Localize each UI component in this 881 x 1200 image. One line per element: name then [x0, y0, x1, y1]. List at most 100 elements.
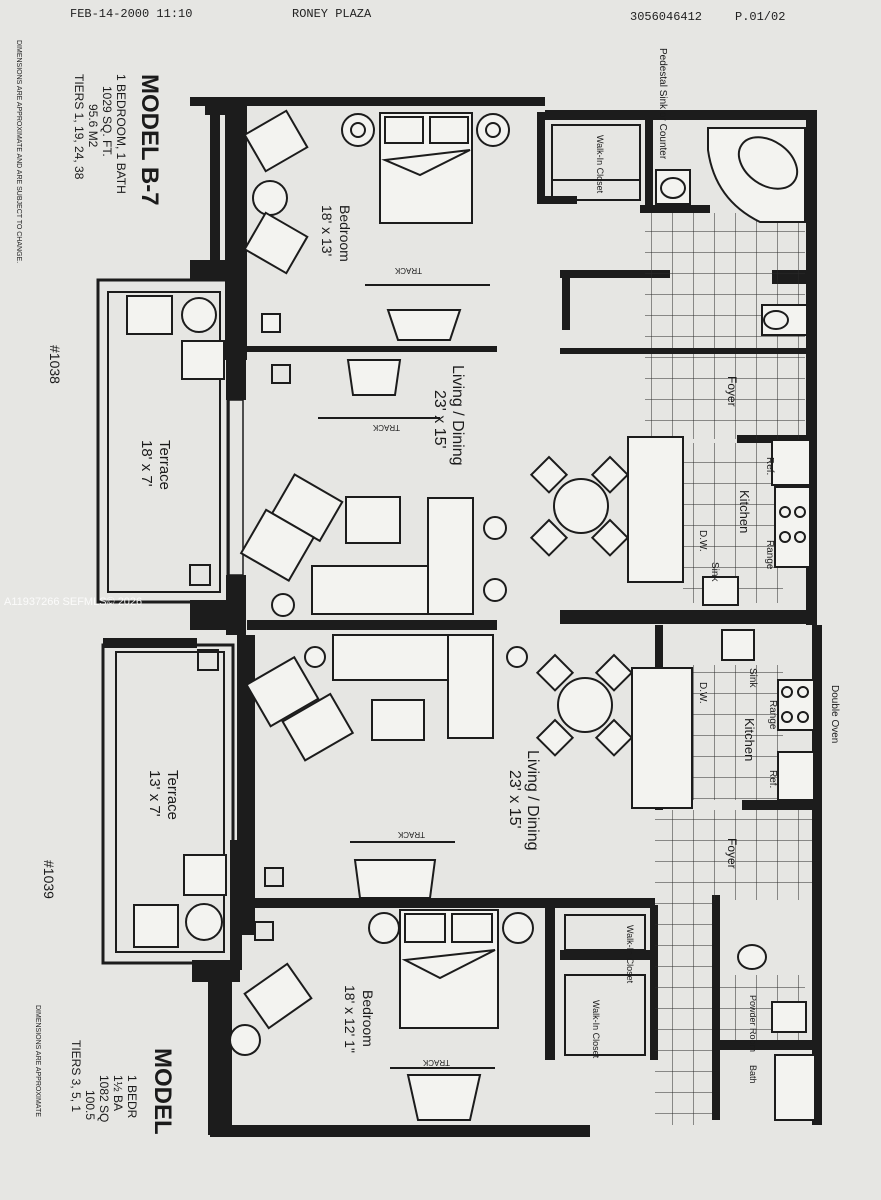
dining-chair: [590, 455, 630, 494]
lamp: [483, 516, 507, 540]
upper-spec-2: 1029 SQ. FT.: [100, 86, 114, 157]
lower-track-label: TRACK: [397, 830, 425, 839]
upper-foyer-label: Foyer: [725, 376, 739, 407]
upper-track-label-2: TRACK: [372, 423, 400, 432]
lamp-shade: [485, 122, 501, 138]
refrigerator: [771, 439, 811, 486]
lamp: [304, 646, 326, 668]
lounge-chair: [181, 340, 225, 380]
wall: [226, 280, 246, 400]
pillow: [384, 116, 424, 144]
fax-sender: RONEY PLAZA: [292, 7, 372, 21]
armchair: [245, 655, 320, 728]
tub-basin: [737, 136, 799, 190]
burner: [781, 711, 793, 723]
kitchen-sink: [702, 576, 739, 606]
wall: [190, 260, 240, 280]
dining-chair: [594, 718, 634, 757]
lower-spec-1: 1 BEDR: [125, 1075, 139, 1119]
lower-spec-5: TIERS 3, 5, 1: [69, 1040, 83, 1112]
pillow: [404, 913, 446, 943]
upper-unit-plan: Bedroom 18' x 13' Living / Dining 23' x …: [96, 48, 817, 635]
toilet: [771, 1001, 807, 1033]
wall: [545, 905, 555, 1060]
foyer-tile: [655, 810, 812, 900]
terrace-table: [185, 903, 223, 941]
lower-dw-label: D.W.: [697, 682, 708, 704]
upper-spec-4: TIERS 1, 19, 24, 38: [72, 74, 86, 180]
end-table: [254, 921, 274, 941]
upper-track-label: TRACK: [394, 266, 422, 275]
lamp: [506, 646, 528, 668]
wall: [103, 638, 197, 648]
lower-terrace-size: 13' x 7': [146, 770, 163, 817]
armchair: [243, 962, 313, 1030]
wall: [645, 120, 653, 205]
mls-watermark: A11937266 SEFMLS© 2026: [4, 596, 142, 608]
lower-kitchen-label: Kitchen: [742, 718, 757, 761]
upper-spec-1: 1 BEDROOM, 1 BATH: [114, 74, 128, 194]
dining-table: [557, 677, 613, 733]
upper-unit-number: #1038: [47, 345, 63, 384]
wall: [742, 800, 812, 810]
wall: [560, 270, 670, 278]
upper-dw-label: D.W.: [697, 530, 708, 552]
side-table: [252, 180, 288, 216]
wall: [812, 625, 822, 1125]
wall: [560, 348, 810, 354]
burner: [794, 506, 806, 518]
burner: [797, 711, 809, 723]
hall-tile: [655, 900, 712, 1125]
lower-unit-plan: Bedroom 18' x 12' 1" Living / Dining 23'…: [101, 625, 840, 1137]
sofa-sectional: [447, 634, 494, 739]
wall: [545, 110, 815, 120]
toilet-bowl: [763, 310, 789, 330]
lower-bedroom-size: 18' x 12' 1": [342, 985, 358, 1053]
kitchen-counter: [627, 436, 684, 583]
end-table: [271, 364, 291, 384]
wall: [640, 205, 710, 213]
terrace-table: [181, 297, 217, 333]
wall: [720, 1040, 815, 1050]
dining-chair: [594, 653, 634, 692]
fax-page: P.01/02: [735, 10, 785, 24]
fax-date-time: FEB-14-2000 11:10: [70, 7, 192, 21]
pillow: [429, 116, 469, 144]
lower-living-size: 23' x 15': [506, 770, 523, 829]
lower-range-label: Range: [767, 700, 778, 730]
lamp: [229, 1024, 261, 1056]
end-table: [264, 867, 284, 887]
armchair: [243, 211, 309, 275]
bed-sheet-fold: [401, 949, 496, 980]
upper-spec-3: 95.6 M2: [86, 104, 100, 148]
wall: [190, 600, 235, 630]
dining-chair: [590, 518, 630, 557]
burner: [794, 531, 806, 543]
dining-chair: [529, 518, 569, 557]
burner: [797, 686, 809, 698]
lower-sink-label: Sink: [747, 668, 758, 688]
bed: [379, 112, 473, 224]
wall: [210, 110, 220, 260]
lower-unit-number: #1039: [41, 860, 57, 899]
kitchen-sink: [721, 629, 755, 661]
upper-bedroom-size: 18' x 13': [319, 205, 335, 256]
upper-kitchen-label: Kitchen: [737, 490, 752, 533]
lounge-chair: [126, 295, 173, 335]
sliding-door: [228, 399, 244, 576]
lower-foyer-label: Foyer: [725, 838, 739, 869]
upper-living-label: Living / Dining: [449, 365, 466, 466]
lower-disclaimer: DIMENSIONS ARE APPROXIMATE: [34, 1005, 41, 1117]
burner: [779, 506, 791, 518]
upper-closet-label: Walk-In Closet: [595, 135, 605, 194]
wall: [650, 905, 658, 1060]
wall: [192, 960, 240, 982]
lower-closet-label-1: Walk-In Closet: [625, 925, 635, 984]
pillow: [451, 913, 493, 943]
sink-bowl: [660, 177, 686, 199]
terrace-inner: [115, 651, 225, 953]
upper-terrace-label: Terrace: [156, 440, 173, 490]
kitchen-counter: [631, 667, 693, 809]
refrigerator: [777, 751, 815, 801]
lamp-shade: [350, 122, 366, 138]
